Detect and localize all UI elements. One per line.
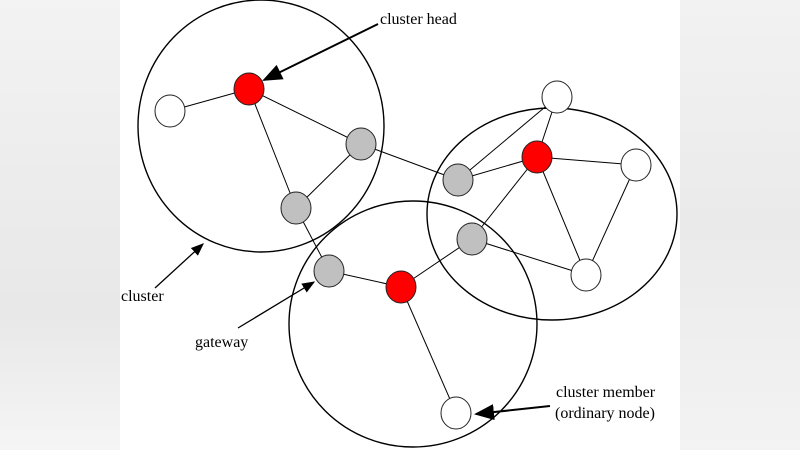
edge-m3-m4 (585, 164, 637, 276)
member-node-m5 (440, 396, 472, 430)
edge-ch1-g1 (248, 88, 362, 145)
gateway-node-g3 (442, 163, 474, 197)
cluster-circle-1 (137, 0, 385, 253)
cluster-head-label: cluster head (380, 11, 457, 28)
ordinary-node-label: (ordinary node) (555, 405, 655, 422)
member-node-m2 (541, 80, 573, 114)
cluster-head-node-ch2 (521, 140, 553, 174)
edge-ch2-m4 (536, 156, 587, 276)
edge-ch1-g2 (248, 88, 297, 209)
clusters (137, 0, 678, 448)
annotations: cluster head cluster gateway cluster mem… (121, 11, 656, 422)
edges (169, 88, 637, 414)
member-node-m3 (620, 148, 652, 182)
cluster-circle-3 (288, 200, 538, 448)
edge-ch2-g4 (471, 156, 538, 240)
edge-ch3-m5 (400, 286, 457, 414)
gateway-node-g1 (345, 127, 377, 161)
member-node-m1 (154, 94, 186, 128)
cluster-arrow (154, 243, 204, 289)
left-blurred-margin (0, 0, 125, 450)
gateway-arrow (237, 281, 316, 329)
right-blurred-margin (680, 0, 800, 450)
member-node-m4 (570, 258, 602, 292)
cluster-head-node-ch3 (385, 270, 417, 304)
cluster-member-label: cluster member (556, 384, 656, 401)
cluster-label: cluster (121, 288, 164, 305)
diagram-canvas (120, 0, 680, 450)
edge-g4-m4 (471, 238, 587, 276)
cluster-circle-2 (426, 107, 678, 321)
gateway-node-g5 (313, 254, 345, 288)
cluster-head-node-ch1 (233, 72, 265, 106)
gateway-node-g4 (456, 222, 488, 256)
nodes (154, 72, 652, 430)
edge-g1-g3 (360, 143, 459, 181)
gateway-node-g2 (280, 191, 312, 225)
edge-g3-m2 (457, 96, 558, 181)
edge-ch2-m3 (536, 156, 637, 166)
cluster-member-arrow (474, 404, 551, 421)
gateway-label: gateway (195, 334, 248, 351)
cluster-head-arrow (262, 23, 379, 81)
